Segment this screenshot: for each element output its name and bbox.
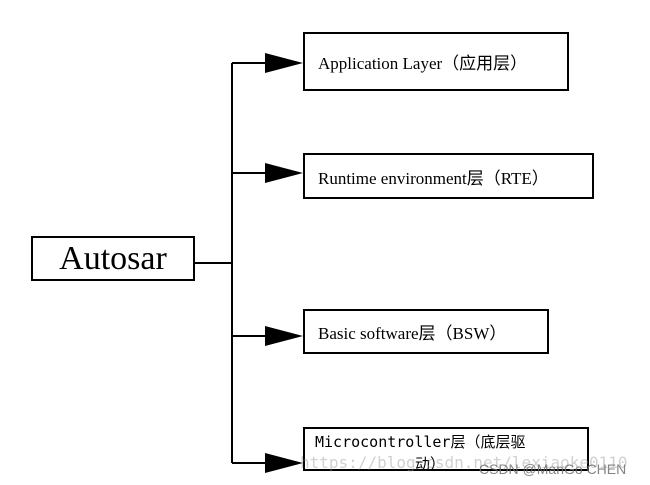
application-layer-box: Application Layer（应用层） xyxy=(303,32,569,91)
arrowhead-app xyxy=(265,53,303,73)
watermark-url: https://blog.csdn.net/lexiaoke0110 xyxy=(300,453,628,472)
bsw-layer-label: Basic software层（BSW） xyxy=(318,324,507,343)
arrowhead-rte xyxy=(265,163,303,183)
rte-layer-box: Runtime environment层（RTE） xyxy=(303,153,594,199)
microcontroller-layer-label-line1: Microcontroller层（底层驱 xyxy=(315,433,526,451)
application-layer-label: Application Layer（应用层） xyxy=(318,54,528,73)
microcontroller-layer-box: Microcontroller层（底层驱 动） xyxy=(303,427,589,473)
bsw-layer-box: Basic software层（BSW） xyxy=(303,309,549,354)
rte-layer-label: Runtime environment层（RTE） xyxy=(318,168,549,188)
watermark-credit: CSDN @ManGo CHEN xyxy=(479,461,627,477)
autosar-root-label: Autosar xyxy=(59,239,167,277)
arrowhead-mcal xyxy=(265,453,303,473)
microcontroller-layer-label-line2: 动） xyxy=(415,455,446,473)
autosar-root-box: Autosar xyxy=(31,236,195,281)
arrowhead-bsw xyxy=(265,326,303,346)
